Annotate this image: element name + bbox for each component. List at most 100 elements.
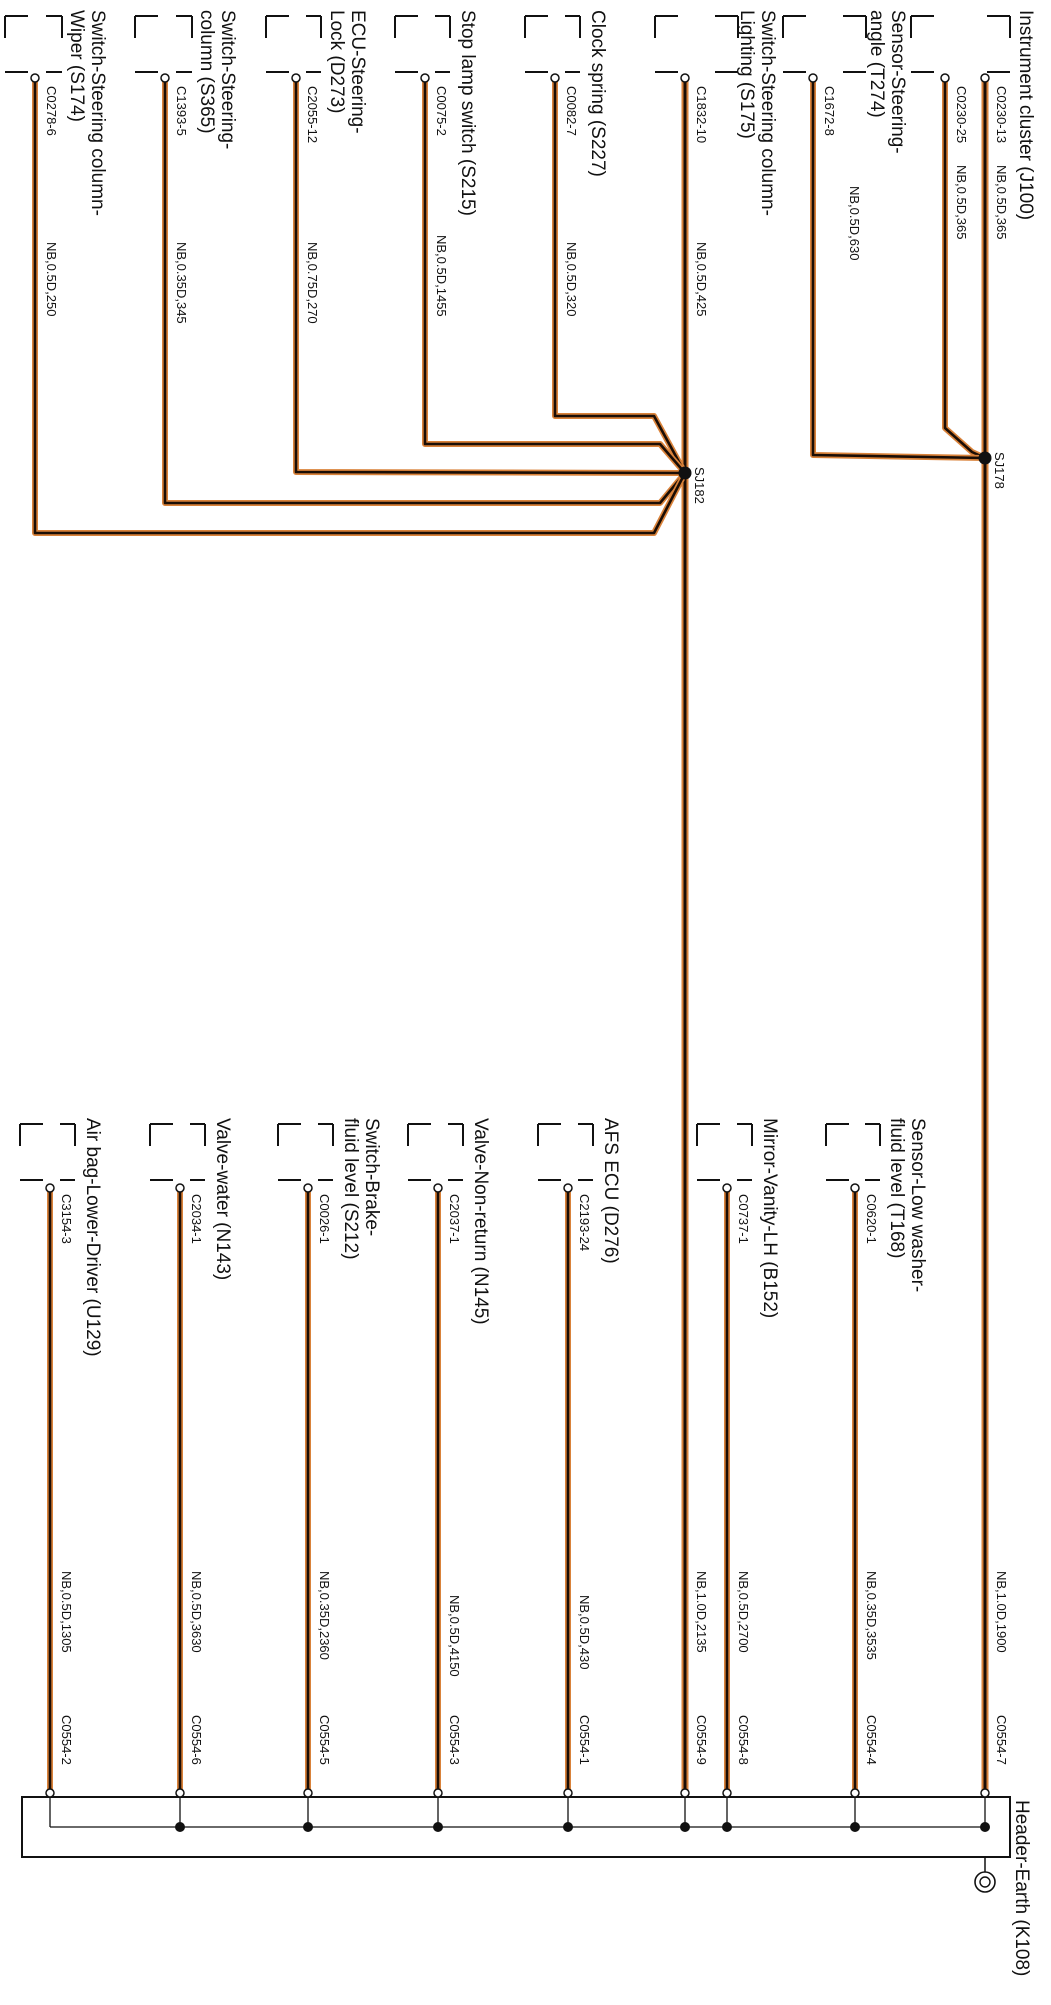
wire-label: NB,0.75D,270 bbox=[305, 242, 320, 324]
component-label: fluid level (T168) bbox=[886, 1118, 907, 1258]
wire-label: NB,0.5D,1305 bbox=[59, 1571, 74, 1653]
connector-bracket bbox=[537, 1123, 594, 1181]
connector-bracket bbox=[149, 1123, 206, 1181]
wire-label: NB,0.35D,345 bbox=[174, 242, 189, 324]
component-clock-spring[interactable]: Clock spring (S227) C0082-7 NB,0.5D,320 bbox=[524, 10, 608, 316]
wire-label: NB,0.5D,320 bbox=[564, 242, 579, 316]
component-label: Switch-Steering- bbox=[217, 10, 238, 149]
wire-label: NB,0.5D,4150 bbox=[447, 1595, 462, 1677]
component-instrument-cluster[interactable]: Instrument cluster (J100) C0230-13 C0230… bbox=[910, 10, 1036, 239]
wire-label: NB,0.5D,1455 bbox=[434, 235, 449, 317]
pin-icon bbox=[940, 73, 950, 83]
component-mirror-vanity-lh[interactable]: Mirror-Vanity-LH (B152) C0737-1 NB,0.5D,… bbox=[696, 1118, 780, 1765]
connector-bracket bbox=[265, 15, 322, 73]
component-label: Stop lamp switch (S215) bbox=[457, 10, 478, 216]
pin-label: C0230-25 bbox=[954, 86, 969, 143]
wire-label: NB,0.5D,365 bbox=[994, 165, 1009, 239]
pin-icon bbox=[30, 73, 40, 83]
splice-label-sj182: SJ182 bbox=[692, 467, 707, 504]
component-label: Sensor-Low washer- bbox=[907, 1118, 928, 1292]
pin-label: C0278-6 bbox=[44, 86, 59, 136]
component-valve-non-return[interactable]: Valve-Non-return (N145) C2037-1 NB,0.5D,… bbox=[407, 1118, 491, 1765]
pin-icon bbox=[850, 1788, 860, 1798]
wires bbox=[32, 78, 989, 1795]
connector-bracket bbox=[4, 15, 63, 73]
component-sensor-low-washer-fluid[interactable]: Sensor-Low washer- fluid level (T168) C0… bbox=[825, 1118, 928, 1765]
pin-icon bbox=[563, 1183, 573, 1193]
component-label: AFS ECU (D276) bbox=[600, 1118, 621, 1264]
component-switch-brake-fluid[interactable]: Switch-Brake- fluid level (S212) C0026-1… bbox=[277, 1118, 382, 1765]
component-label: Valve-water (N143) bbox=[212, 1118, 233, 1280]
component-label: Switch-Brake- bbox=[361, 1118, 382, 1236]
component-label: Wiper (S174) bbox=[66, 10, 87, 122]
pin-icon bbox=[420, 73, 430, 83]
component-label: angle (T274) bbox=[866, 10, 887, 118]
component-ecu-steering-lock[interactable]: ECU-Steering- Lock (D273) C2055-12 NB,0.… bbox=[265, 10, 368, 324]
earth-stud-icon bbox=[974, 1857, 996, 1893]
pin-icon bbox=[303, 1788, 313, 1798]
component-label: Mirror-Vanity-LH (B152) bbox=[759, 1118, 780, 1318]
pin-label: C0075-2 bbox=[434, 86, 449, 136]
pin-icon bbox=[433, 1183, 443, 1193]
connector-bracket bbox=[825, 1123, 881, 1181]
connector-bracket bbox=[277, 1123, 334, 1181]
component-switch-steering-column-wiper[interactable]: Switch-Steering column- Wiper (S174) C02… bbox=[4, 10, 108, 316]
pin-icon bbox=[722, 1788, 732, 1798]
connector-bracket bbox=[134, 15, 193, 73]
connector-bracket bbox=[654, 15, 739, 73]
component-label: Switch-Steering column- bbox=[757, 10, 778, 216]
pin-icon bbox=[563, 1788, 573, 1798]
component-sensor-steering-angle[interactable]: Sensor-Steering- angle (T274) C1672-8 NB… bbox=[782, 10, 908, 260]
connector-bracket bbox=[524, 15, 581, 73]
trunk-labels: NB,1.0D,1900 C0554-7 NB,1.0D,2135 C0554-… bbox=[694, 1571, 1009, 1765]
component-label: Valve-Non-return (N145) bbox=[470, 1118, 491, 1325]
header-earth[interactable]: Header-Earth (K108) bbox=[21, 1788, 1032, 1976]
top-components: Instrument cluster (J100) C0230-13 C0230… bbox=[4, 10, 1036, 324]
wire-c0278-6 bbox=[32, 78, 688, 536]
header-pin-label: C0554-5 bbox=[317, 1715, 332, 1765]
component-switch-steering-column[interactable]: Switch-Steering- column (S365) C1393-5 N… bbox=[134, 10, 238, 324]
pin-icon bbox=[175, 1183, 185, 1193]
pin-label: C1393-5 bbox=[174, 86, 189, 136]
wire-c0075-2 bbox=[422, 78, 688, 475]
header-pin-label: C0554-9 bbox=[694, 1715, 709, 1765]
wire-label: NB,0.35D,3535 bbox=[864, 1571, 879, 1660]
component-switch-steering-column-lighting[interactable]: Switch-Steering column- Lighting (S175) … bbox=[654, 10, 778, 316]
component-stop-lamp-switch[interactable]: Stop lamp switch (S215) C0075-2 NB,0.5D,… bbox=[394, 10, 478, 317]
pin-icon bbox=[45, 1183, 55, 1193]
wire-c2055-12 bbox=[293, 78, 686, 476]
pin-label: C3154-3 bbox=[59, 1194, 74, 1244]
pin-icon bbox=[980, 73, 990, 83]
connector-bracket bbox=[910, 15, 1011, 73]
wire-c1393-5 bbox=[162, 78, 688, 506]
wire-label: NB,0.5D,425 bbox=[694, 242, 709, 316]
header-junction-dots bbox=[175, 1822, 990, 1832]
component-valve-water[interactable]: Valve-water (N143) C2034-1 NB,0.5D,3630 … bbox=[149, 1118, 233, 1765]
wire-label: NB,0.35D,2360 bbox=[317, 1571, 332, 1660]
pin-label: C1832-10 bbox=[694, 86, 709, 143]
header-pin-label: C0554-2 bbox=[59, 1715, 74, 1765]
pin-icon bbox=[45, 1788, 55, 1798]
header-pin-label: C0554-7 bbox=[994, 1715, 1009, 1765]
connector-bracket bbox=[407, 1123, 464, 1181]
header-pin-label: C0554-4 bbox=[864, 1715, 879, 1765]
header-drops bbox=[49, 1795, 986, 1827]
pin-label: C2037-1 bbox=[447, 1194, 462, 1244]
connector-bracket bbox=[782, 15, 867, 73]
pin-icon bbox=[291, 73, 301, 83]
pin-icon bbox=[680, 1788, 690, 1798]
component-label: ECU-Steering- bbox=[347, 10, 368, 134]
wire-label: NB,0.5D,430 bbox=[577, 1595, 592, 1669]
component-airbag-lower-driver[interactable]: Air bag-Lower-Driver (U129) C3154-3 NB,0… bbox=[19, 1118, 103, 1765]
component-label: column (S365) bbox=[196, 10, 217, 134]
wire-label: NB,0.5D,630 bbox=[847, 186, 862, 260]
pin-icon bbox=[680, 73, 690, 83]
component-afs-ecu[interactable]: AFS ECU (D276) C2193-24 NB,0.5D,430 C055… bbox=[537, 1118, 621, 1765]
component-label: Lighting (S175) bbox=[736, 10, 757, 139]
component-label: Switch-Steering column- bbox=[87, 10, 108, 216]
wire-label: NB,1.0D,1900 bbox=[994, 1571, 1009, 1653]
wire-label: NB,0.5D,3630 bbox=[189, 1571, 204, 1653]
pin-icon bbox=[175, 1788, 185, 1798]
